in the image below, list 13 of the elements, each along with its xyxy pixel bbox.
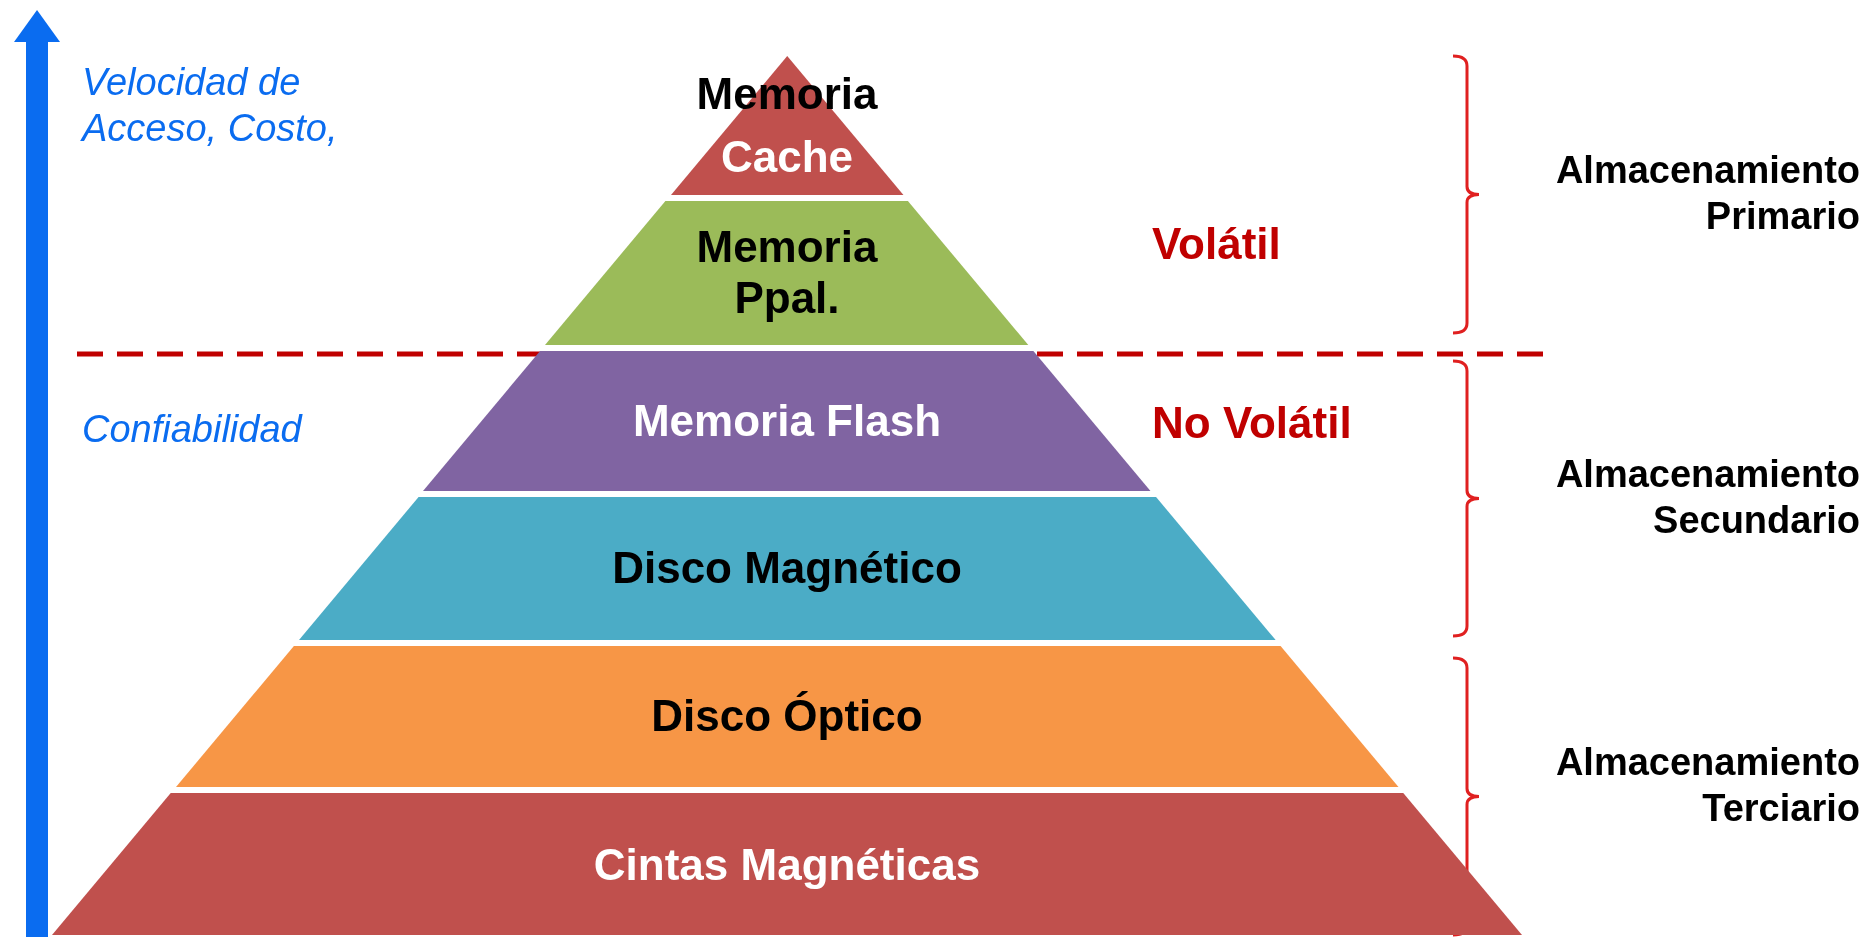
tier-label: Memoria Ppal. <box>695 222 879 324</box>
axis-label: Velocidad de Acceso, Costo, <box>82 60 339 151</box>
tier-label: Disco Óptico <box>651 691 923 742</box>
axis-label: Confiabilidad <box>82 407 302 452</box>
storage-label: Almacenamiento Primario <box>1554 148 1860 239</box>
volatility-label: Volátil <box>1152 218 1281 270</box>
storage-label: Almacenamiento Secundario <box>1554 452 1860 543</box>
tier-label: Disco Magnético <box>612 543 962 594</box>
tier-label: Cache <box>720 131 854 183</box>
tier-label: Memoria Flash <box>632 395 942 447</box>
storage-label: Almacenamiento Terciario <box>1554 740 1860 831</box>
volatility-label: No Volátil <box>1152 397 1352 449</box>
tier-label: Cintas Magnéticas <box>593 839 981 891</box>
